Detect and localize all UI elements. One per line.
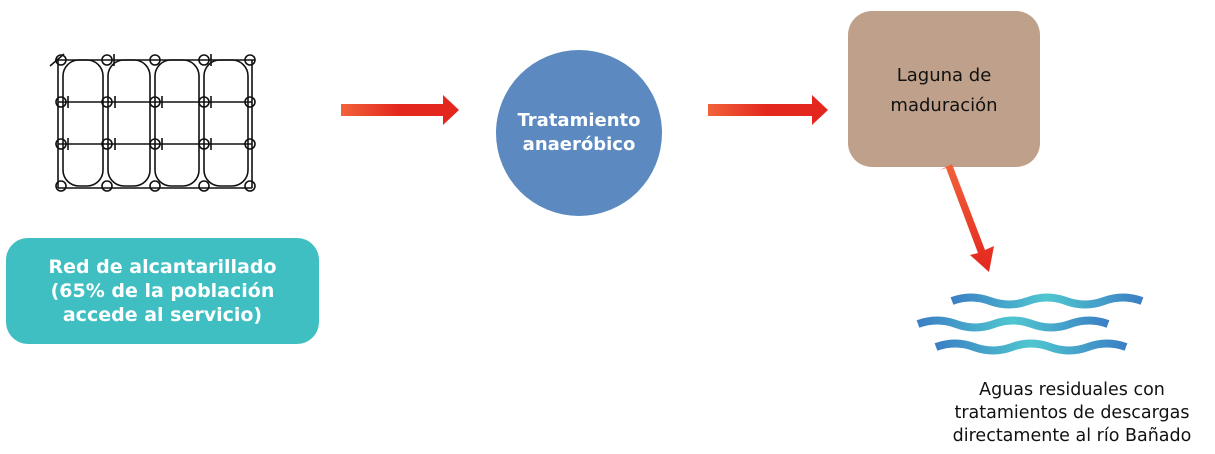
maturation-lagoon-text: Laguna de maduración	[848, 11, 1040, 167]
wastewater-caption: Aguas residuales con tratamientos de des…	[930, 372, 1214, 454]
water-waves-icon	[916, 293, 1144, 355]
sewer-network-box: Red de alcantarillado (65% de la poblaci…	[6, 238, 319, 344]
flow-arrow-3	[940, 164, 994, 272]
anaerobic-treatment-node	[496, 50, 662, 216]
flow-arrow-2	[708, 95, 828, 125]
sewer-network-label: Red de alcantarillado (65% de la poblaci…	[48, 256, 277, 326]
maturation-lagoon-label: Laguna de maduración	[890, 65, 998, 116]
anaerobic-treatment-text: Tratamiento anaeróbico	[496, 50, 662, 216]
sewer-grid-icon	[49, 53, 256, 192]
maturation-lagoon-node	[848, 11, 1040, 167]
flow-arrow-1	[341, 95, 459, 125]
anaerobic-treatment-label: Tratamiento anaeróbico	[517, 110, 641, 155]
wastewater-caption-text: Aguas residuales con tratamientos de des…	[952, 379, 1192, 446]
